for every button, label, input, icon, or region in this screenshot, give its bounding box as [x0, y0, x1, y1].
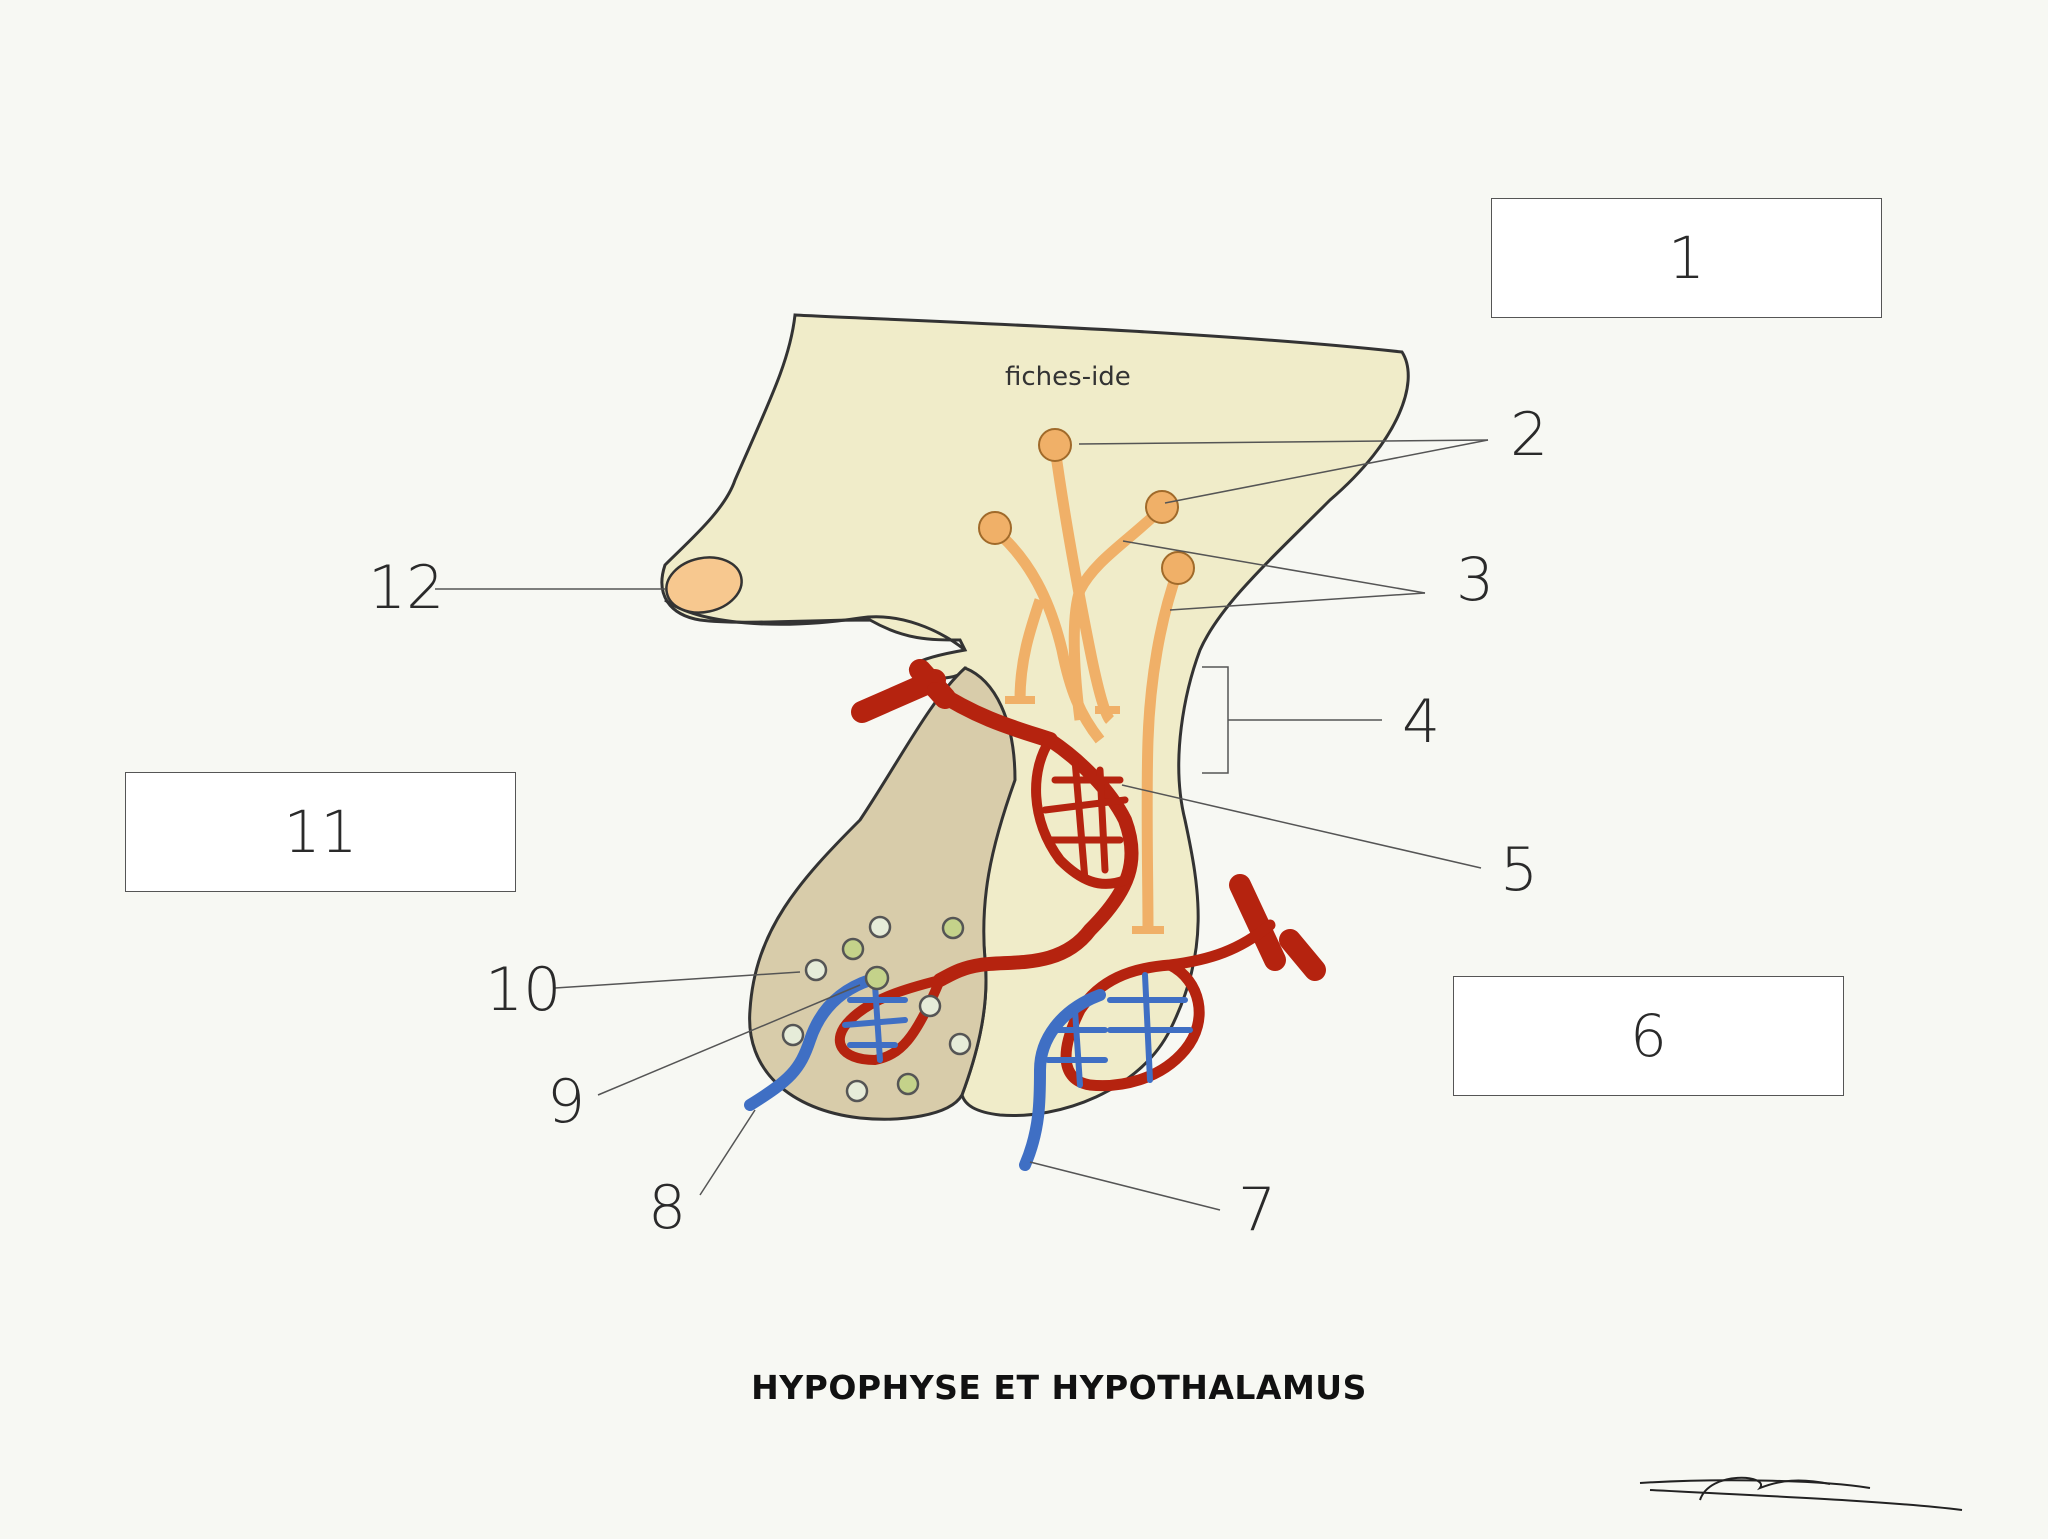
- answer-box-6-label: 6: [1630, 1002, 1667, 1070]
- label-3: 3: [1456, 545, 1495, 615]
- neurosecretory-neurons: [978, 428, 1195, 934]
- answer-box-6: 6: [1453, 976, 1844, 1096]
- neuron-body-4: [1161, 551, 1195, 585]
- posterior-capillary-plexus: [1019, 874, 1326, 1171]
- label-2: 2: [1510, 400, 1549, 470]
- answer-box-11: 11: [125, 772, 516, 892]
- signature: [1639, 1476, 1963, 1511]
- leader-lines: [435, 439, 1489, 1211]
- neuron-body-3: [978, 511, 1012, 545]
- optic-chiasm: [665, 556, 743, 614]
- hypothalamus-floor: [664, 598, 966, 652]
- label-8: 8: [648, 1173, 687, 1243]
- watermark: fiches-ide: [1005, 362, 1131, 392]
- anterior-pituitary: [748, 666, 1017, 1121]
- answer-box-11-label: 11: [283, 798, 358, 866]
- label-7: 7: [1238, 1175, 1277, 1245]
- hypothalamus: [660, 313, 1410, 1118]
- neuron-body-1: [1038, 428, 1072, 462]
- label-10: 10: [485, 955, 562, 1025]
- neuron-body-2: [1145, 490, 1179, 524]
- hypophyseal-artery: [851, 659, 1139, 987]
- label-12: 12: [368, 553, 445, 623]
- answer-box-1-label: 1: [1668, 224, 1705, 292]
- diagram-title: HYPOPHYSE ET HYPOTHALAMUS: [751, 1368, 1367, 1407]
- answer-box-1: 1: [1491, 198, 1882, 318]
- label-4: 4: [1402, 687, 1441, 757]
- label-5: 5: [1500, 835, 1539, 905]
- secretory-cells: [781, 915, 972, 1103]
- label-9: 9: [547, 1067, 586, 1137]
